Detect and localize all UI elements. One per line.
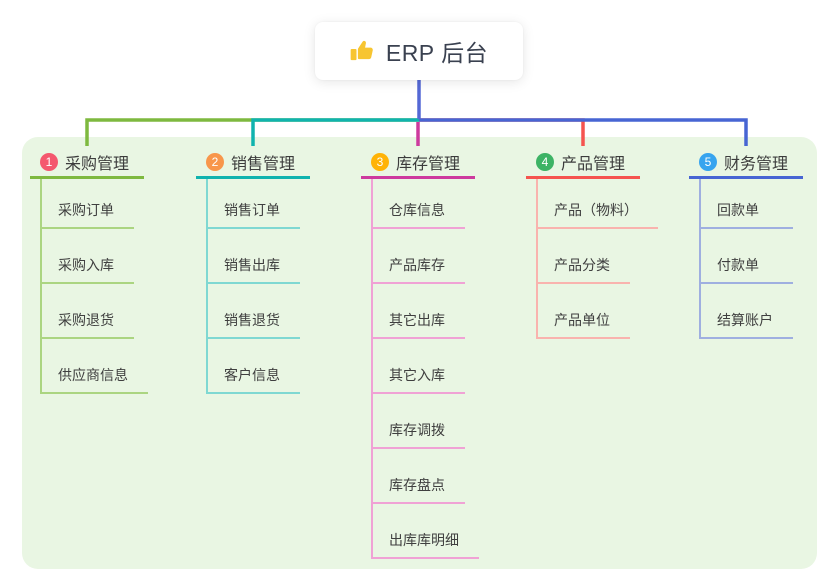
child-topic[interactable]: 产品库存 [373, 229, 465, 284]
branch-3: 3 库存管理仓库信息产品库存其它出库其它入库库存调拨库存盘点出库库明细 [361, 148, 479, 559]
branch-5-topic[interactable]: 5 财务管理 [689, 148, 803, 179]
child-topic[interactable]: 付款单 [701, 229, 793, 284]
child-topic-label: 付款单 [717, 257, 759, 273]
branch-4-children: 产品（物料） 产品分类产品单位 [536, 179, 658, 339]
child-topic[interactable]: 采购入库 [42, 229, 134, 284]
child-topic-label: 其它出库 [389, 312, 445, 328]
branch-topic-label: 库存管理 [396, 156, 461, 173]
child-topic[interactable]: 回款单 [701, 179, 793, 229]
root-topic-label: ERP 后台 [385, 40, 489, 66]
child-topic-label: 产品库存 [389, 257, 445, 273]
child-topic-label: 产品单位 [554, 312, 610, 328]
branch-2-children: 销售订单销售出库销售退货客户信息 [206, 179, 310, 394]
branch-topic-label: 销售管理 [231, 156, 296, 173]
branch-number-badge: 4 [536, 153, 554, 171]
child-topic[interactable]: 客户信息 [208, 339, 300, 394]
child-topic-label: 库存盘点 [389, 477, 445, 493]
child-topic-label: 采购订单 [58, 202, 114, 218]
branch-5-children: 回款单付款单结算账户 [699, 179, 803, 339]
child-topic-label: 产品分类 [554, 257, 610, 273]
child-topic-label: 采购退货 [58, 312, 114, 328]
branch-number-badge: 1 [40, 153, 58, 171]
child-topic[interactable]: 库存调拨 [373, 394, 465, 449]
child-topic[interactable]: 仓库信息 [373, 179, 465, 229]
branch-topic-label: 财务管理 [724, 156, 789, 173]
branch-3-topic[interactable]: 3 库存管理 [361, 148, 475, 179]
child-topic[interactable]: 库存盘点 [373, 449, 465, 504]
child-topic[interactable]: 销售订单 [208, 179, 300, 229]
branch-number-badge: 5 [699, 153, 717, 171]
thumbs-up-icon [350, 40, 373, 61]
child-topic-label: 产品（物料） [554, 202, 638, 218]
child-topic-label: 回款单 [717, 202, 759, 218]
child-topic-label: 销售订单 [224, 202, 280, 218]
child-topic-label: 出库库明细 [389, 532, 459, 548]
branch-1: 1 采购管理采购订单采购入库采购退货供应商信息 [30, 148, 148, 394]
branch-1-topic[interactable]: 1 采购管理 [30, 148, 144, 179]
branch-number-badge: 2 [206, 153, 224, 171]
branch-3-children: 仓库信息产品库存其它出库其它入库库存调拨库存盘点出库库明细 [371, 179, 479, 559]
branch-5: 5 财务管理回款单付款单结算账户 [689, 148, 803, 339]
child-topic[interactable]: 采购订单 [42, 179, 134, 229]
child-topic[interactable]: 其它入库 [373, 339, 465, 394]
child-topic-label: 库存调拨 [389, 422, 445, 438]
branch-4-topic[interactable]: 4 产品管理 [526, 148, 640, 179]
branch-2: 2 销售管理销售订单销售出库销售退货客户信息 [196, 148, 310, 394]
branches-panel-background [22, 137, 817, 569]
child-topic-label: 采购入库 [58, 257, 114, 273]
child-topic[interactable]: 产品分类 [538, 229, 630, 284]
child-topic[interactable]: 其它出库 [373, 284, 465, 339]
child-topic[interactable]: 产品（物料） [538, 179, 658, 229]
child-topic[interactable]: 供应商信息 [42, 339, 148, 394]
child-topic-label: 其它入库 [389, 367, 445, 383]
child-topic-label: 销售退货 [224, 312, 280, 328]
child-topic-label: 供应商信息 [58, 367, 128, 383]
child-topic-label: 客户信息 [224, 367, 280, 383]
child-topic[interactable]: 出库库明细 [373, 504, 479, 559]
root-topic[interactable]: ERP 后台 [315, 22, 523, 80]
branch-number-badge: 3 [371, 153, 389, 171]
child-topic-label: 结算账户 [717, 312, 773, 328]
child-topic[interactable]: 产品单位 [538, 284, 630, 339]
branch-topic-label: 产品管理 [561, 156, 626, 173]
branch-topic-label: 采购管理 [65, 156, 130, 173]
child-topic[interactable]: 销售出库 [208, 229, 300, 284]
branch-2-topic[interactable]: 2 销售管理 [196, 148, 310, 179]
branch-4: 4 产品管理产品（物料） 产品分类产品单位 [526, 148, 658, 339]
child-topic[interactable]: 结算账户 [701, 284, 793, 339]
branch-1-children: 采购订单采购入库采购退货供应商信息 [40, 179, 148, 394]
child-topic-label: 仓库信息 [389, 202, 445, 218]
child-topic[interactable]: 采购退货 [42, 284, 134, 339]
child-topic[interactable]: 销售退货 [208, 284, 300, 339]
child-topic-label: 销售出库 [224, 257, 280, 273]
